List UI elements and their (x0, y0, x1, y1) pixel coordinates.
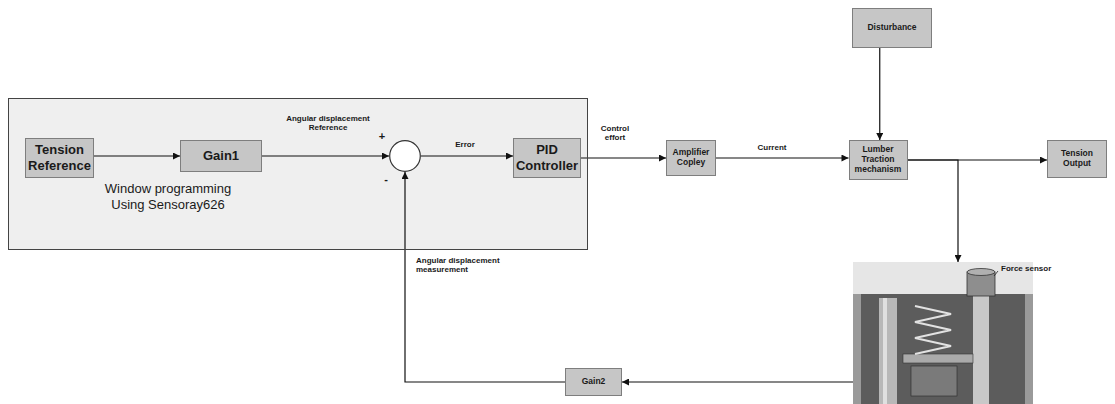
node-label: Tension Reference (26, 142, 93, 173)
frame (861, 294, 1025, 404)
force-sensor-top (967, 269, 995, 276)
gain-box: Gain2 (565, 368, 622, 396)
signal-arrow (94, 155, 180, 156)
mechanism-photo (853, 262, 1033, 404)
signal-label: Control effort (592, 124, 638, 142)
sign-mark: - (381, 174, 391, 185)
gain-box: Gain1 (180, 140, 262, 172)
photo-ground (853, 262, 1033, 404)
process-box: Tension Reference (25, 138, 94, 178)
signal-arrow (879, 48, 880, 140)
signal-arrow (622, 381, 853, 382)
summing-junction: +- (389, 140, 421, 172)
spring (915, 306, 951, 354)
signal-arrow (262, 155, 389, 156)
node-label: Tension Output (1051, 149, 1103, 169)
junction-circle (390, 141, 421, 172)
signal-arrow (421, 155, 513, 156)
node-label: Gain1 (203, 148, 239, 164)
node-label: PID Controller (514, 142, 580, 173)
controller-box: PID Controller (513, 138, 581, 178)
column (879, 298, 897, 404)
amplifier-box: Amplifier Copley (666, 140, 716, 176)
signal-arrow (908, 160, 959, 262)
output-box: Tension Output (1047, 140, 1107, 178)
signal-label: Current (750, 143, 794, 152)
node-label: Gain2 (582, 377, 606, 387)
node-label: Force sensor (1001, 265, 1061, 274)
plate (903, 354, 973, 363)
disturbance-box: Disturbance (852, 8, 932, 48)
signal-label: Angular displacement measurement (416, 256, 546, 274)
sensor-photo: Force sensor (853, 262, 1033, 404)
block (911, 366, 957, 396)
leader-line (994, 271, 998, 276)
column-shine (883, 298, 887, 404)
signal-label: Angular displacement Reference (276, 114, 380, 132)
node-label: Window programming Using Sensoray626 (93, 181, 243, 212)
signal-arrow (716, 157, 849, 158)
signal-arrow (581, 157, 666, 158)
node-label: Disturbance (867, 23, 916, 33)
shaft (973, 296, 989, 404)
node-label: Lumber Traction mechanism (853, 145, 904, 174)
sign-mark: + (377, 131, 387, 142)
signal-label: Error (443, 140, 487, 149)
region-fill (8, 98, 588, 250)
junction-outline (389, 140, 421, 172)
node-label: Amplifier Copley (670, 148, 712, 168)
plant-box: Lumber Traction mechanism (849, 140, 908, 180)
signal-arrow (405, 172, 565, 382)
